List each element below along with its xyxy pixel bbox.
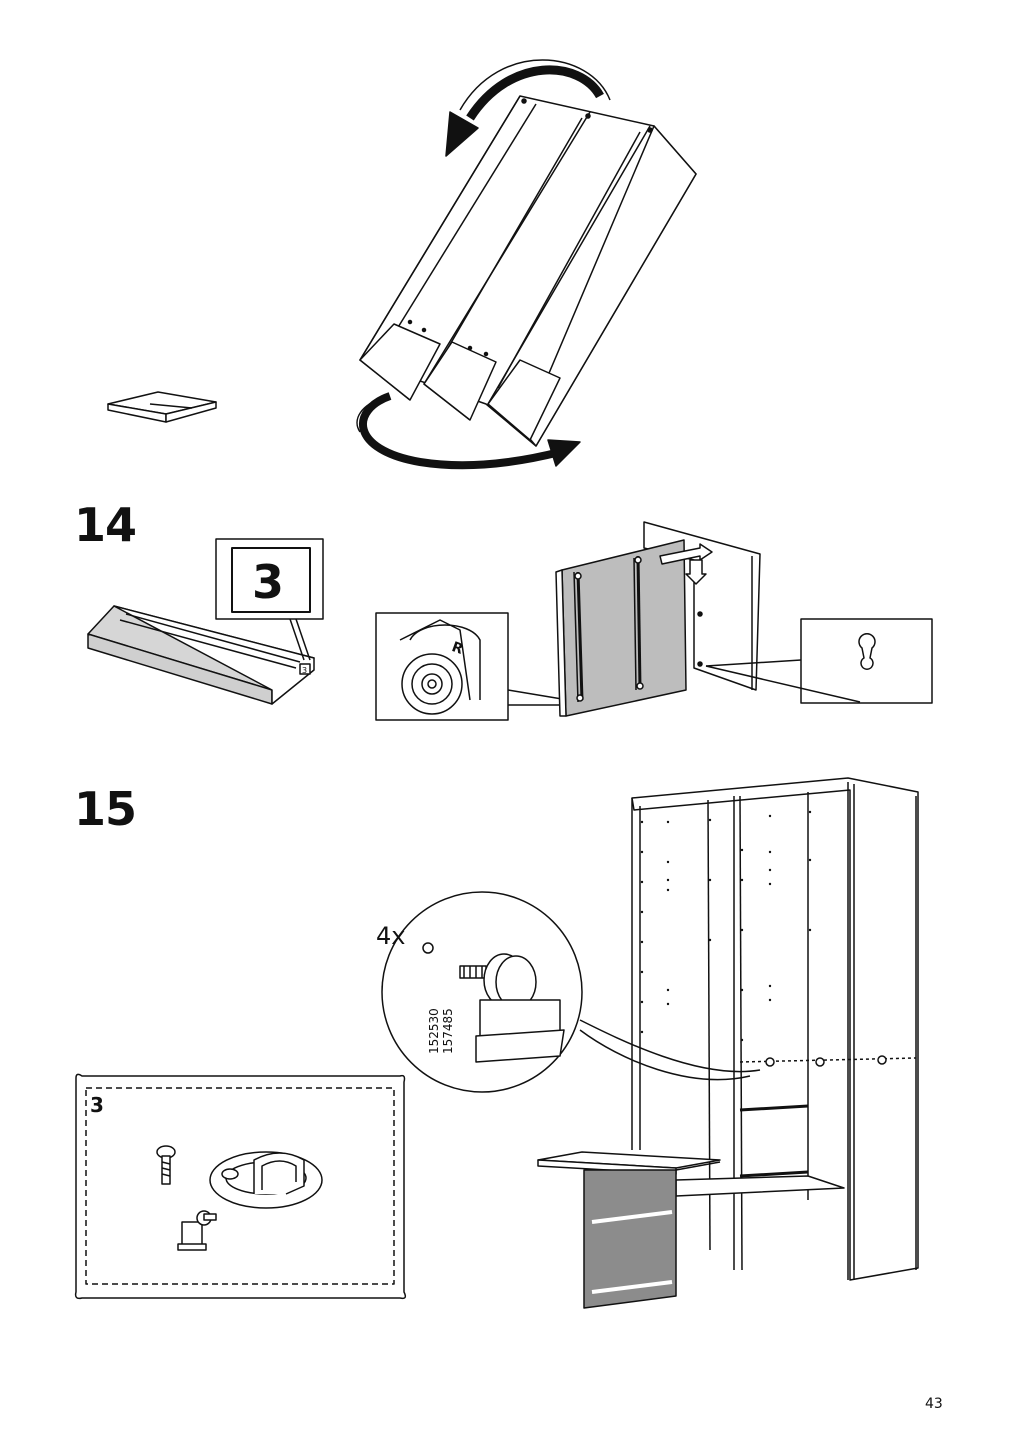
small-shelf-panel-illustration xyxy=(107,391,217,423)
rail-bracket-icon xyxy=(209,1151,323,1209)
fitting-bag-illustration xyxy=(87,605,315,705)
back-panel-illustration xyxy=(555,521,761,717)
keyhole-detail-callout xyxy=(705,618,933,704)
step-number-14: 14 xyxy=(74,498,137,552)
wardrobe-frame-illustration xyxy=(631,777,919,1281)
bag-number-label: 3 xyxy=(252,555,284,609)
bag-small-number-label: 3 xyxy=(302,666,307,675)
rail-detail-callout xyxy=(375,612,569,721)
bag-number-callout xyxy=(215,538,324,661)
cabinet-holes-illustration xyxy=(640,810,812,1042)
screw-icon xyxy=(156,1145,176,1185)
rotate-arrow-top-icon xyxy=(445,59,611,157)
page-number: 43 xyxy=(925,1396,943,1412)
tipped-cabinet-illustration xyxy=(359,95,697,447)
step-number-15: 15 xyxy=(74,782,137,836)
part-number-1: 152530 xyxy=(427,1008,441,1054)
small-support-icon xyxy=(177,1210,217,1251)
hardware-bag-label: 3 xyxy=(90,1093,104,1117)
push-direction-arrow-icon xyxy=(659,543,713,585)
rotate-arrow-bottom-icon xyxy=(356,392,581,470)
bench-panel-illustration xyxy=(537,1151,721,1309)
part-number-2: 157485 xyxy=(441,1008,455,1054)
quantity-label: 4x xyxy=(376,922,405,950)
support-detail-callout xyxy=(381,891,761,1093)
